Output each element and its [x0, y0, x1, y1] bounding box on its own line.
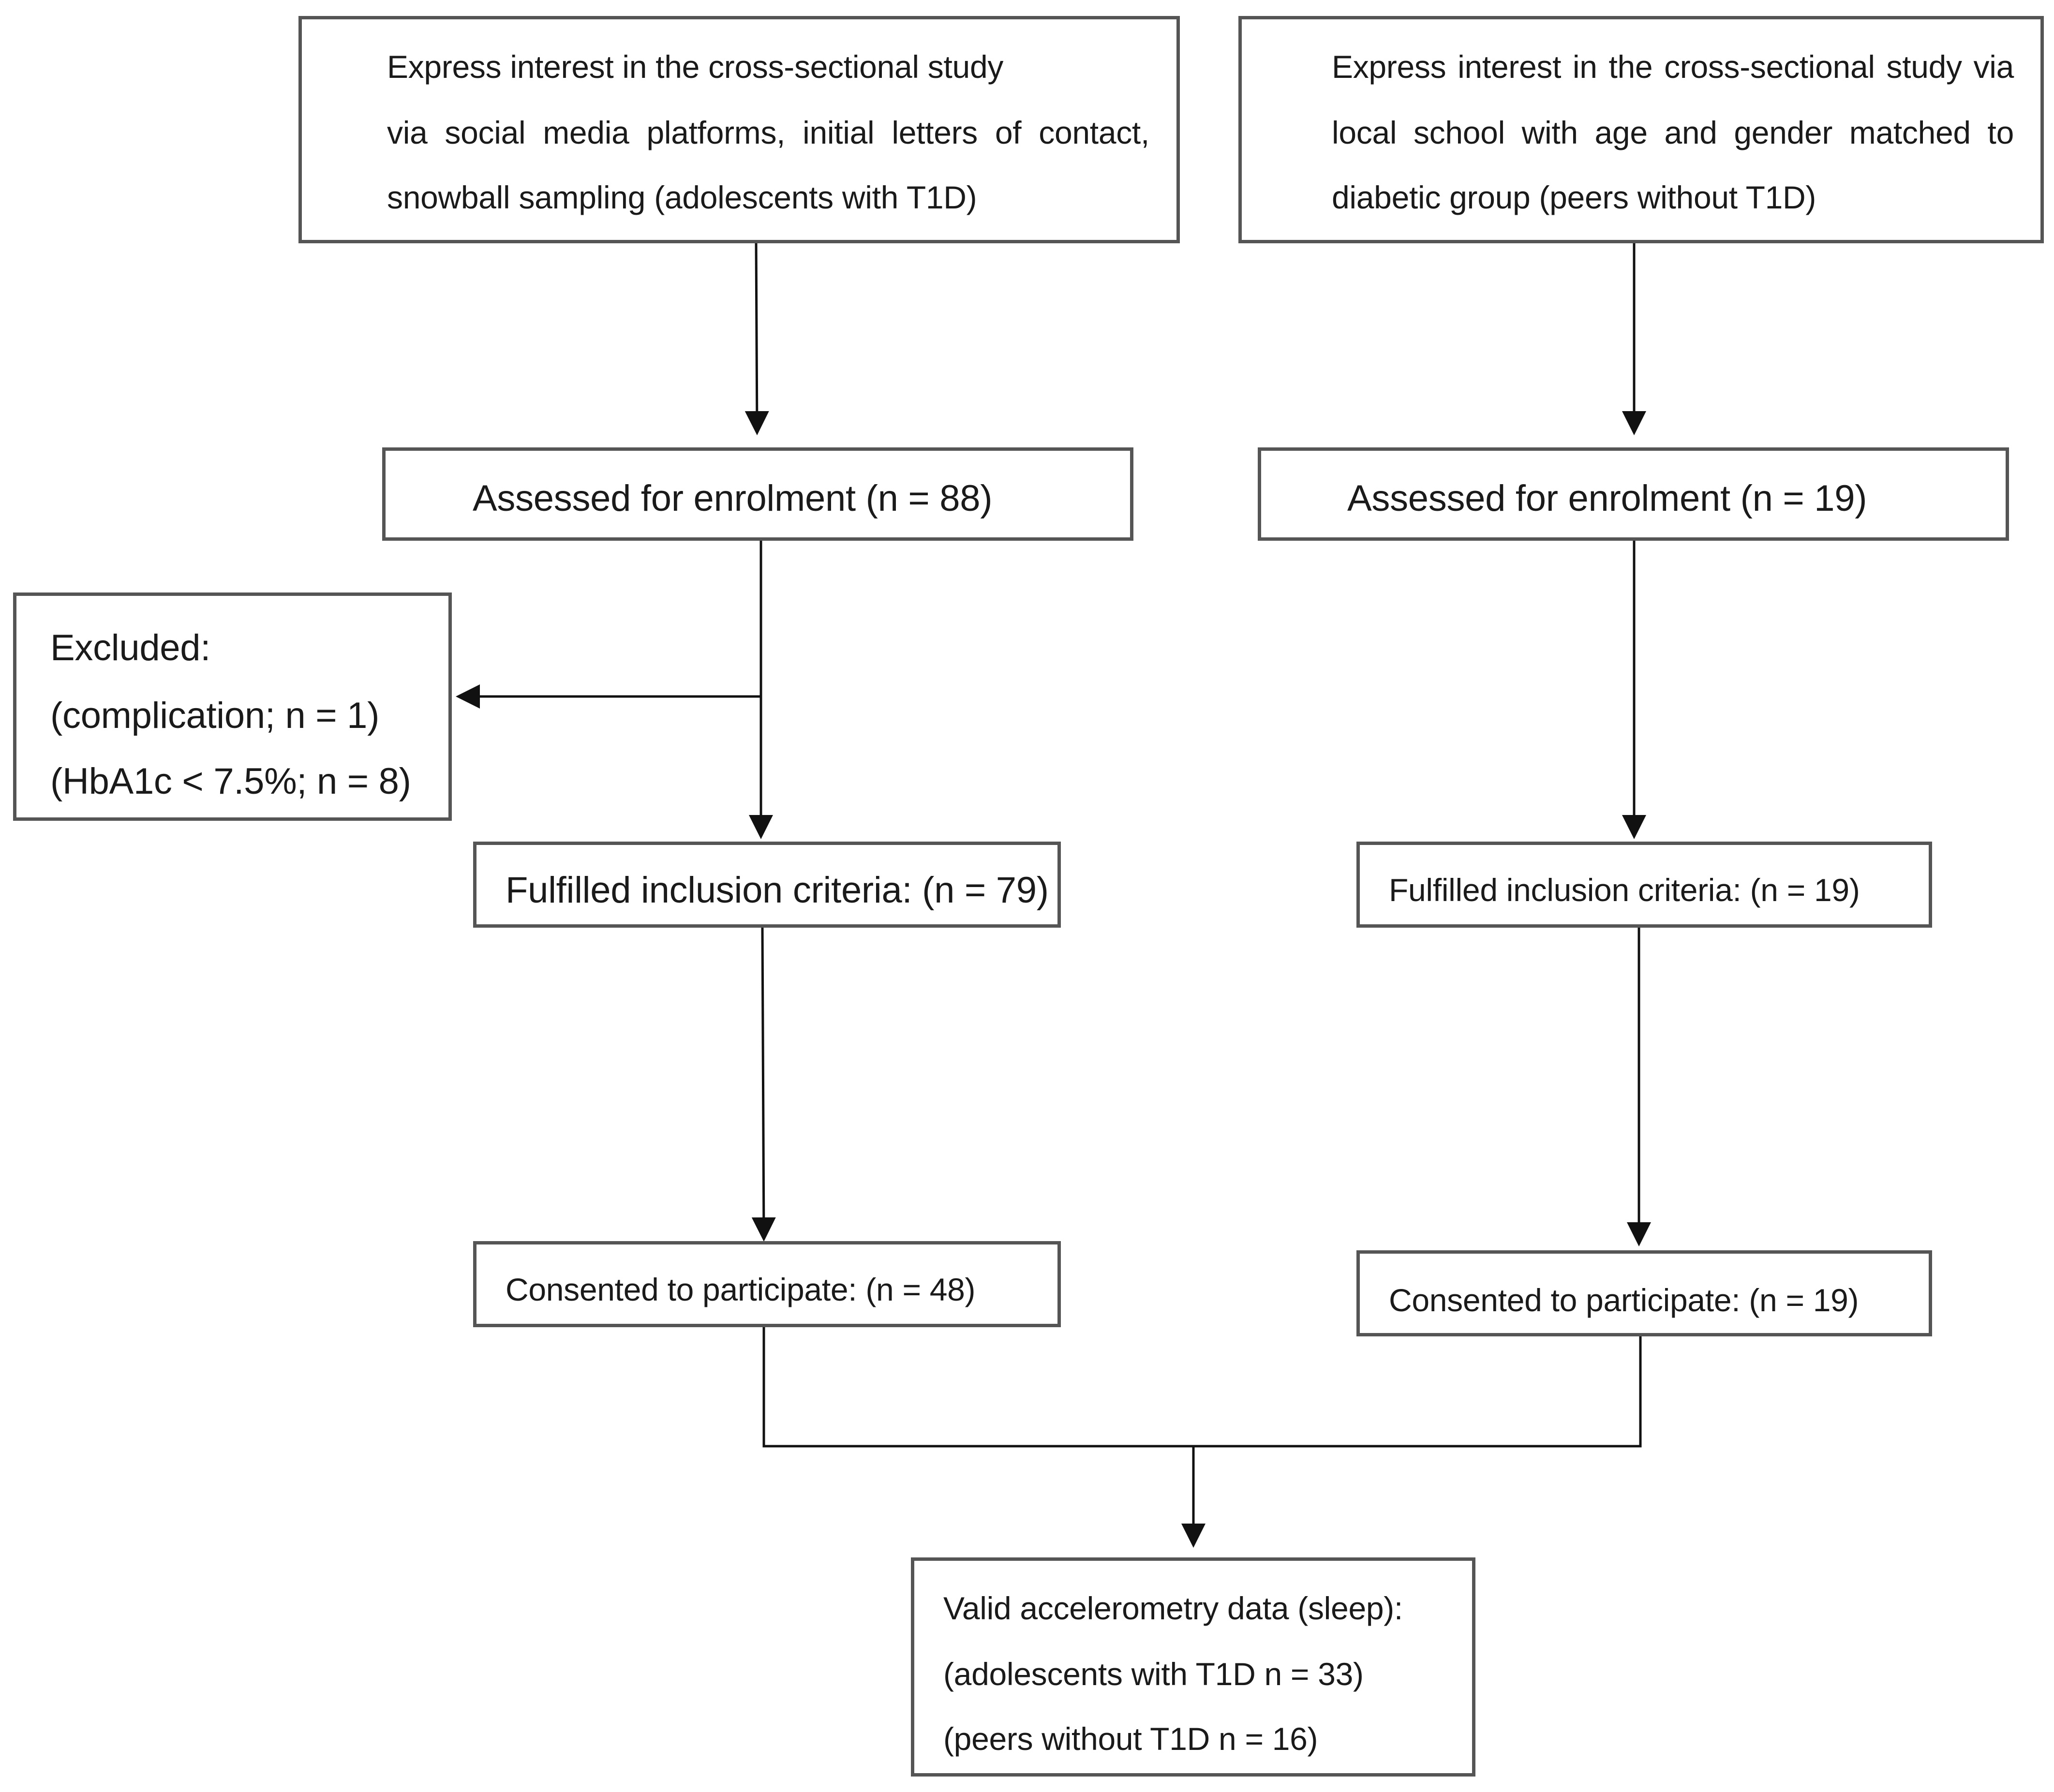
- peer-interest-line-3: diabetic group (peers without T1D): [1332, 179, 1816, 215]
- t1d-interest-box: Express interest in the cross-sectional …: [298, 16, 1180, 243]
- t1d-assessed-label: Assessed for enrolment (n = 88): [473, 478, 993, 519]
- excluded-line-3: (HbA1c < 7.5%; n = 8): [50, 761, 411, 802]
- t1d-assessed-box: Assessed for enrolment (n = 88): [382, 447, 1133, 541]
- valid-data-box: Valid accelerometry data (sleep): (adole…: [911, 1557, 1475, 1777]
- t1d-consented-box: Consented to participate: (n = 48): [473, 1241, 1061, 1327]
- peer-assessed-label: Assessed for enrolment (n = 19): [1347, 478, 1867, 519]
- peer-interest-line-1: Express interest in the cross-sectional …: [1332, 49, 2014, 85]
- arrow-t1d-fulfilled-to-consented: [751, 927, 776, 1242]
- excluded-line-1: Excluded:: [50, 627, 211, 668]
- peer-interest-line-2: local school with age and gender matched…: [1332, 115, 2014, 150]
- valid-line-1: Valid accelerometry data (sleep):: [943, 1590, 1403, 1626]
- arrow-t1d-interest-to-assessed: [744, 242, 769, 435]
- t1d-fulfilled-label: Fulfilled inclusion criteria: (n = 79): [506, 870, 1049, 911]
- peer-fulfilled-box: Fulfilled inclusion criteria: (n = 19): [1356, 842, 1932, 928]
- t1d-interest-line-3: snowball sampling (adolescents with T1D): [387, 179, 977, 215]
- merge-line: [762, 1327, 1642, 1448]
- excluded-line-2: (complication; n = 1): [50, 695, 380, 736]
- peer-assessed-box: Assessed for enrolment (n = 19): [1258, 447, 2009, 541]
- valid-line-2: (adolescents with T1D n = 33): [943, 1656, 1364, 1692]
- peer-interest-box: Express interest in the cross-sectional …: [1238, 16, 2044, 243]
- t1d-consented-label: Consented to participate: (n = 48): [506, 1272, 976, 1307]
- t1d-fulfilled-box: Fulfilled inclusion criteria: (n = 79): [473, 842, 1061, 928]
- t1d-interest-line-1: Express interest in the cross-sectional …: [387, 49, 1004, 85]
- peer-fulfilled-label: Fulfilled inclusion criteria: (n = 19): [1389, 872, 1860, 908]
- excluded-box: Excluded: (complication; n = 1) (HbA1c <…: [13, 592, 452, 821]
- peer-consented-box: Consented to participate: (n = 19): [1356, 1250, 1932, 1336]
- peer-consented-label: Consented to participate: (n = 19): [1389, 1282, 1859, 1318]
- valid-line-3: (peers without T1D n = 16): [943, 1721, 1318, 1757]
- t1d-interest-line-2: via social media platforms, initial lett…: [387, 115, 1149, 150]
